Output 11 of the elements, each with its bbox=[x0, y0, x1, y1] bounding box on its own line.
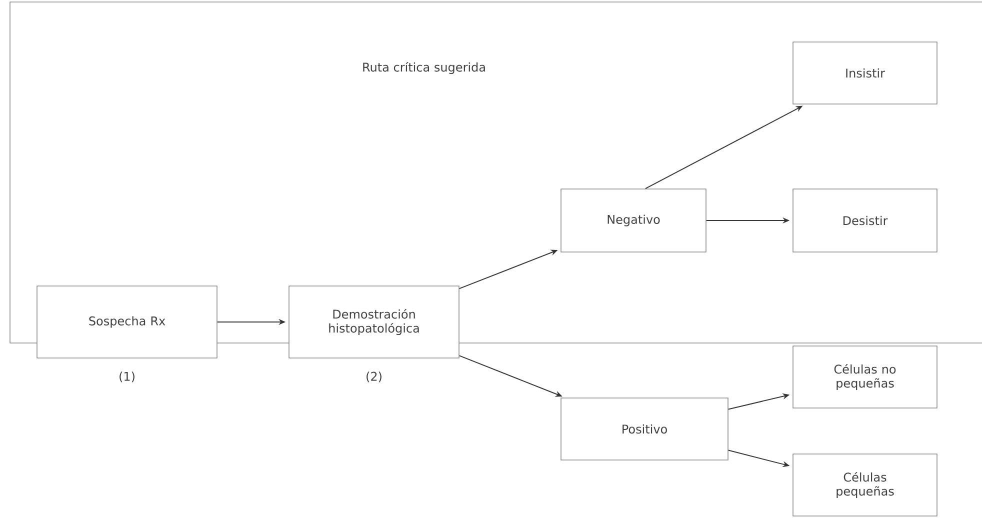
process-box: Negativo bbox=[560, 188, 706, 252]
process-box: Sospecha Rx bbox=[36, 286, 218, 358]
process-box: Positivo bbox=[560, 398, 728, 460]
process-box: Demostración histopatológica bbox=[288, 286, 460, 358]
step-number: (1) bbox=[120, 372, 134, 382]
process-box: Insistir bbox=[792, 42, 938, 104]
process-box: Desistir bbox=[792, 188, 938, 252]
process-box: Células no pequeñas bbox=[792, 346, 938, 408]
frame-title: Ruta crítica sugerida bbox=[363, 62, 485, 74]
step-number: (2) bbox=[366, 372, 382, 382]
process-box: Células pequeñas bbox=[792, 454, 938, 516]
